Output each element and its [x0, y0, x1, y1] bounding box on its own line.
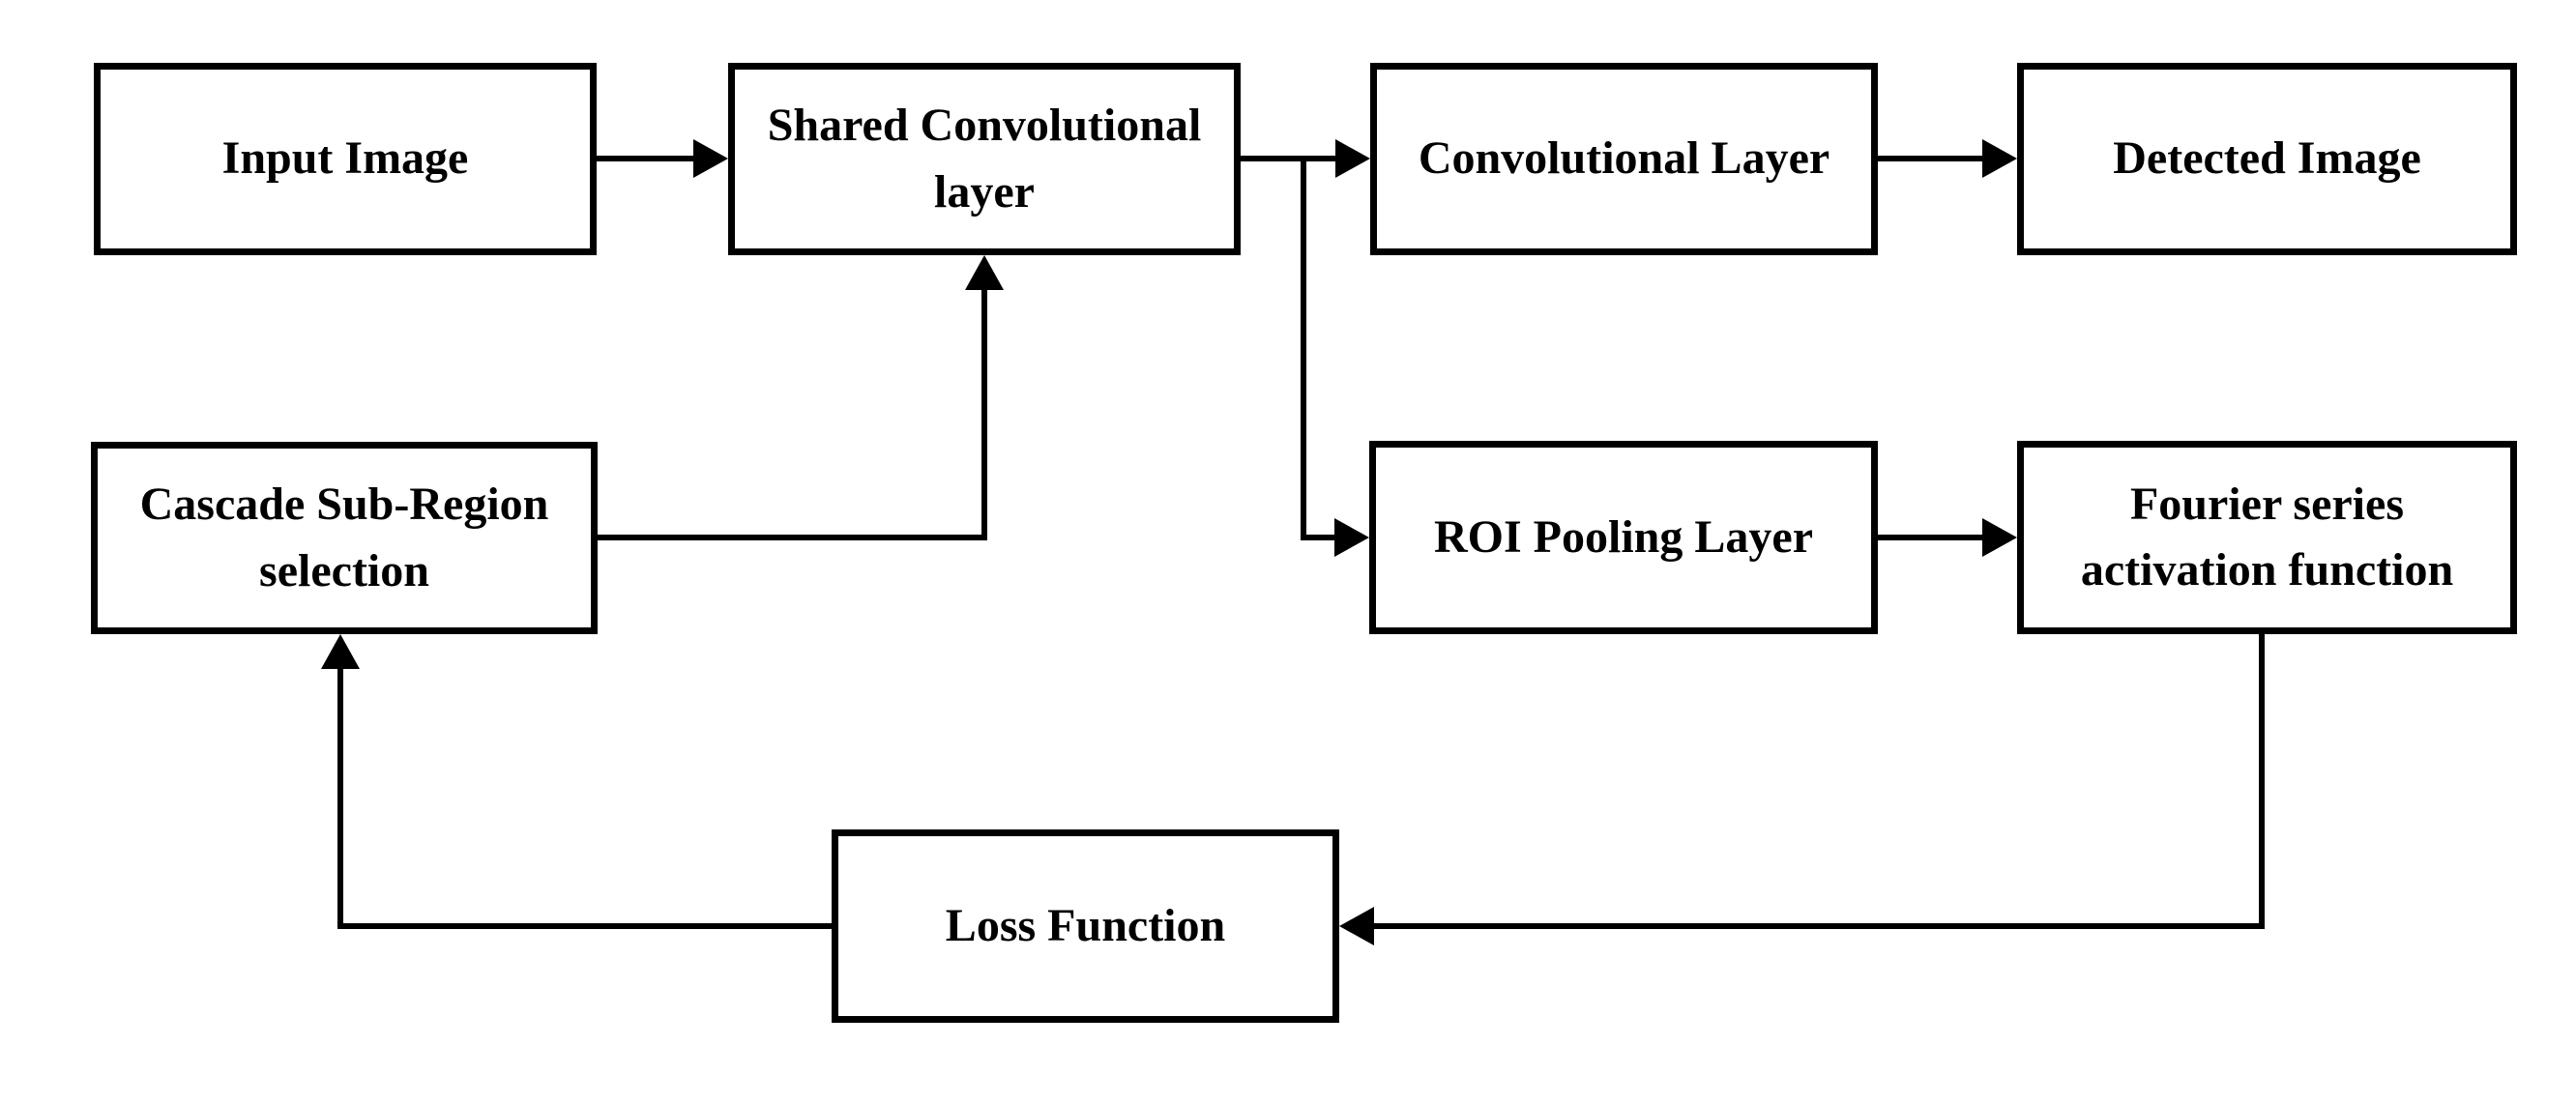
edge-loss-to-cascade-vline: [337, 669, 343, 929]
node-loss-function: Loss Function: [832, 829, 1339, 1023]
edge-input-to-shared-line: [597, 156, 693, 161]
edge-conv-to-detected-arrowhead-icon: [1982, 139, 2017, 178]
node-shared-convolutional-layer: Shared Convolutional layer: [728, 63, 1241, 255]
edge-input-to-shared-arrowhead-icon: [693, 139, 728, 178]
node-cascade-sub-region-selection: Cascade Sub-Region selection: [91, 442, 598, 634]
edge-cascade-to-shared-arrowhead-icon: [965, 255, 1004, 290]
node-convolutional-layer: Convolutional Layer: [1370, 63, 1878, 255]
edge-loss-to-cascade-hline: [337, 923, 832, 929]
edge-cascade-to-shared-vline: [981, 290, 987, 540]
node-roi-pooling-layer: ROI Pooling Layer: [1369, 441, 1878, 634]
edge-conv-to-detected-line: [1878, 156, 1982, 161]
edge-shared-to-conv-line: [1241, 156, 1335, 161]
edge-loss-to-cascade-arrowhead-icon: [321, 634, 360, 669]
node-fourier-series-activation-function: Fourier series activation function: [2017, 441, 2517, 634]
edge-roi-to-fourier-line: [1878, 535, 1982, 540]
edge-branch-down-line: [1301, 159, 1306, 540]
edge-fourier-to-loss-arrowhead-icon: [1339, 907, 1374, 945]
node-input-image: Input Image: [94, 63, 597, 255]
edge-branch-to-roi-arrowhead-icon: [1334, 518, 1369, 557]
node-detected-image: Detected Image: [2017, 63, 2517, 255]
edge-shared-to-conv-arrowhead-icon: [1335, 139, 1370, 178]
edge-cascade-to-shared-hline: [598, 535, 987, 540]
edge-roi-to-fourier-arrowhead-icon: [1982, 518, 2017, 557]
edge-branch-to-roi-line: [1303, 535, 1334, 540]
edge-fourier-to-loss-line: [1374, 923, 2265, 929]
edge-fourier-down-line: [2259, 634, 2265, 929]
